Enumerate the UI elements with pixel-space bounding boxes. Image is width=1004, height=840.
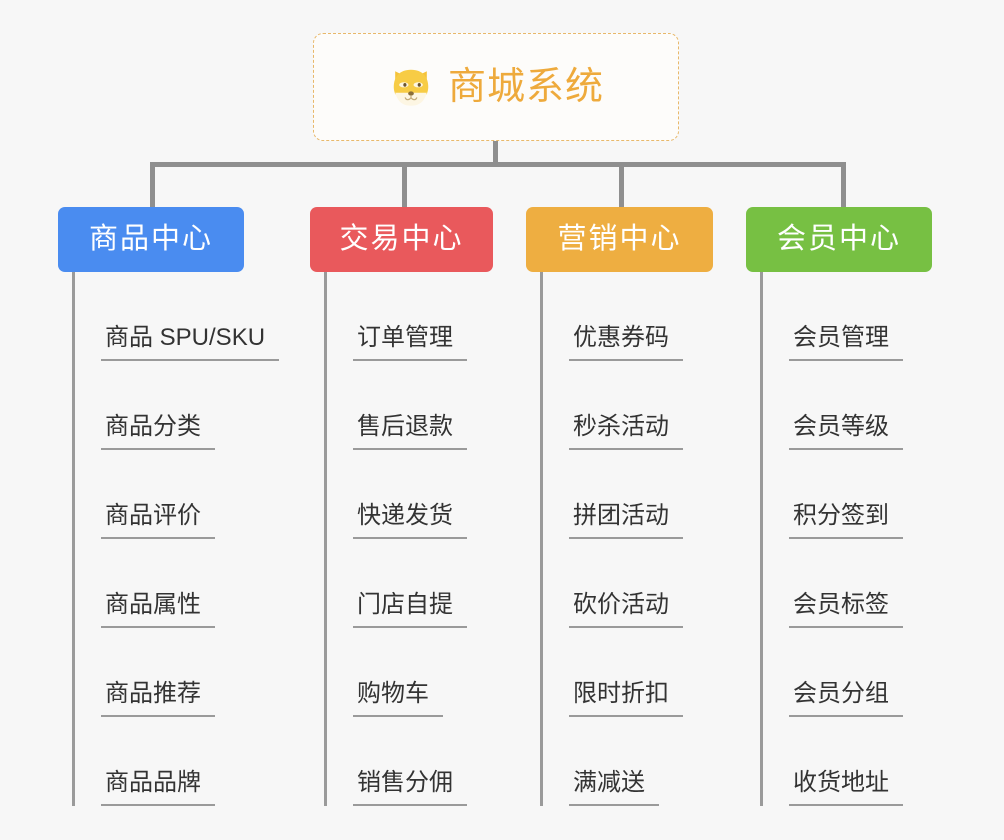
list-item[interactable]: 满减送: [543, 717, 713, 806]
list-item[interactable]: 售后退款: [327, 361, 493, 450]
list-item-label: 会员管理: [789, 326, 903, 361]
list-item[interactable]: 积分签到: [763, 450, 932, 539]
list-item[interactable]: 订单管理: [327, 272, 493, 361]
connector-root-trunk: [493, 141, 498, 164]
category-header-marketing-center[interactable]: 营销中心: [526, 207, 713, 272]
root-node[interactable]: 商城系统: [313, 33, 679, 141]
list-item[interactable]: 商品属性: [75, 539, 244, 628]
connector-drop-marketing-center: [619, 162, 624, 208]
leaf-stack-marketing-center: 优惠券码 秒杀活动 拼团活动 砍价活动 限时折扣 满减送: [540, 272, 713, 806]
category-header-label: 交易中心: [339, 223, 464, 255]
list-item[interactable]: 门店自提: [327, 539, 493, 628]
list-item[interactable]: 会员分组: [763, 628, 932, 717]
list-item-label: 商品品牌: [101, 771, 215, 806]
connector-distribution-bar: [150, 162, 846, 167]
list-item[interactable]: 会员标签: [763, 539, 932, 628]
root-title: 商城系统: [447, 66, 604, 108]
list-item[interactable]: 商品评价: [75, 450, 244, 539]
list-item-label: 订单管理: [353, 326, 467, 361]
category-column-trade-center: 交易中心 订单管理 售后退款 快递发货 门店自提 购物车 销售分佣: [310, 207, 493, 806]
list-item-label: 会员等级: [789, 415, 903, 450]
connector-drop-product-center: [150, 162, 155, 208]
list-item[interactable]: 快递发货: [327, 450, 493, 539]
list-item-label: 购物车: [353, 682, 443, 717]
list-item-label: 商品分类: [101, 415, 215, 450]
list-item[interactable]: 会员管理: [763, 272, 932, 361]
category-header-product-center[interactable]: 商品中心: [58, 207, 244, 272]
shiba-dog-face-icon: [393, 69, 429, 106]
category-header-label: 会员中心: [776, 223, 901, 255]
list-item[interactable]: 商品品牌: [75, 717, 244, 806]
list-item[interactable]: 会员等级: [763, 361, 932, 450]
list-item[interactable]: 砍价活动: [543, 539, 713, 628]
list-item[interactable]: 购物车: [327, 628, 493, 717]
category-column-member-center: 会员中心 会员管理 会员等级 积分签到 会员标签 会员分组 收货地址: [746, 207, 932, 806]
category-header-trade-center[interactable]: 交易中心: [310, 207, 493, 272]
list-item[interactable]: 限时折扣: [543, 628, 713, 717]
list-item-label: 会员标签: [789, 593, 903, 628]
list-item[interactable]: 优惠券码: [543, 272, 713, 361]
connector-drop-member-center: [841, 162, 846, 208]
list-item-label: 商品 SPU/SKU: [101, 326, 280, 361]
list-item-label: 商品评价: [101, 504, 215, 539]
list-item[interactable]: 商品 SPU/SKU: [75, 272, 280, 361]
leaf-stack-product-center: 商品 SPU/SKU 商品分类 商品评价 商品属性 商品推荐 商品品牌: [72, 272, 280, 806]
leaf-stack-member-center: 会员管理 会员等级 积分签到 会员标签 会员分组 收货地址: [760, 272, 932, 806]
list-item-label: 拼团活动: [569, 504, 683, 539]
list-item-label: 会员分组: [789, 682, 903, 717]
list-item-label: 优惠券码: [569, 326, 683, 361]
list-item-label: 砍价活动: [569, 593, 683, 628]
list-item-label: 快递发货: [353, 504, 467, 539]
category-column-marketing-center: 营销中心 优惠券码 秒杀活动 拼团活动 砍价活动 限时折扣 满减送: [526, 207, 713, 806]
category-column-product-center: 商品中心 商品 SPU/SKU 商品分类 商品评价 商品属性 商品推荐 商品品牌: [58, 207, 280, 806]
leaf-stack-trade-center: 订单管理 售后退款 快递发货 门店自提 购物车 销售分佣: [324, 272, 493, 806]
list-item[interactable]: 秒杀活动: [543, 361, 713, 450]
category-header-member-center[interactable]: 会员中心: [746, 207, 932, 272]
list-item-label: 销售分佣: [353, 771, 467, 806]
list-item-label: 商品属性: [101, 593, 215, 628]
connector-drop-trade-center: [402, 162, 407, 208]
list-item-label: 收货地址: [789, 771, 903, 806]
category-header-label: 营销中心: [557, 223, 682, 255]
list-item-label: 售后退款: [353, 415, 467, 450]
list-item-label: 限时折扣: [569, 682, 683, 717]
list-item-label: 商品推荐: [101, 682, 215, 717]
list-item-label: 积分签到: [789, 504, 903, 539]
list-item-label: 门店自提: [353, 593, 467, 628]
list-item[interactable]: 销售分佣: [327, 717, 493, 806]
list-item[interactable]: 拼团活动: [543, 450, 713, 539]
list-item[interactable]: 商品推荐: [75, 628, 244, 717]
list-item[interactable]: 商品分类: [75, 361, 244, 450]
list-item[interactable]: 收货地址: [763, 717, 932, 806]
category-header-label: 商品中心: [88, 223, 213, 255]
list-item-label: 秒杀活动: [569, 415, 683, 450]
list-item-label: 满减送: [569, 771, 659, 806]
